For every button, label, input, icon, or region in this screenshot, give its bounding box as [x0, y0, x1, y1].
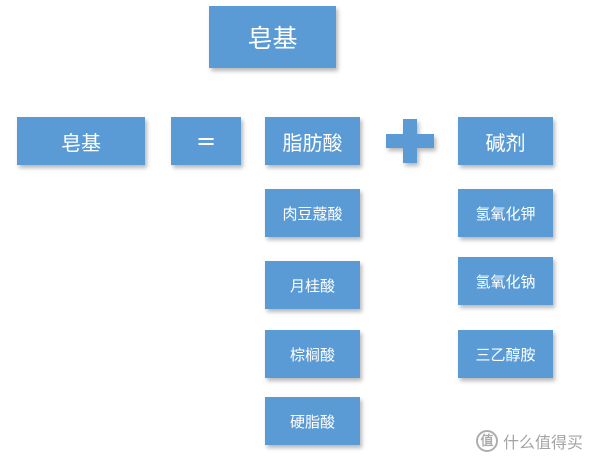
- watermark-logo-icon: 值: [476, 430, 498, 452]
- equals-box: =: [171, 117, 241, 165]
- base-item-sodium-hydroxide: 氢氧化钠: [458, 257, 553, 305]
- soap-base-box: 皂基: [17, 117, 145, 165]
- acid-item-palmitic: 棕榈酸: [265, 330, 360, 378]
- alkali-box: 碱剂: [458, 117, 553, 165]
- base-item-triethanolamine: 三乙醇胺: [458, 330, 553, 378]
- acid-item-myristic: 肉豆蔻酸: [265, 189, 360, 237]
- acid-item-lauric: 月桂酸: [265, 261, 360, 309]
- base-item-potassium-hydroxide: 氢氧化钾: [458, 189, 553, 237]
- fatty-acid-box: 脂肪酸: [265, 117, 360, 165]
- title-box: 皂基: [209, 6, 336, 68]
- acid-item-stearic: 硬脂酸: [265, 397, 360, 445]
- plus-icon: [386, 119, 434, 163]
- watermark: 值 什么值得买: [476, 428, 583, 454]
- watermark-text: 什么值得买: [503, 433, 584, 452]
